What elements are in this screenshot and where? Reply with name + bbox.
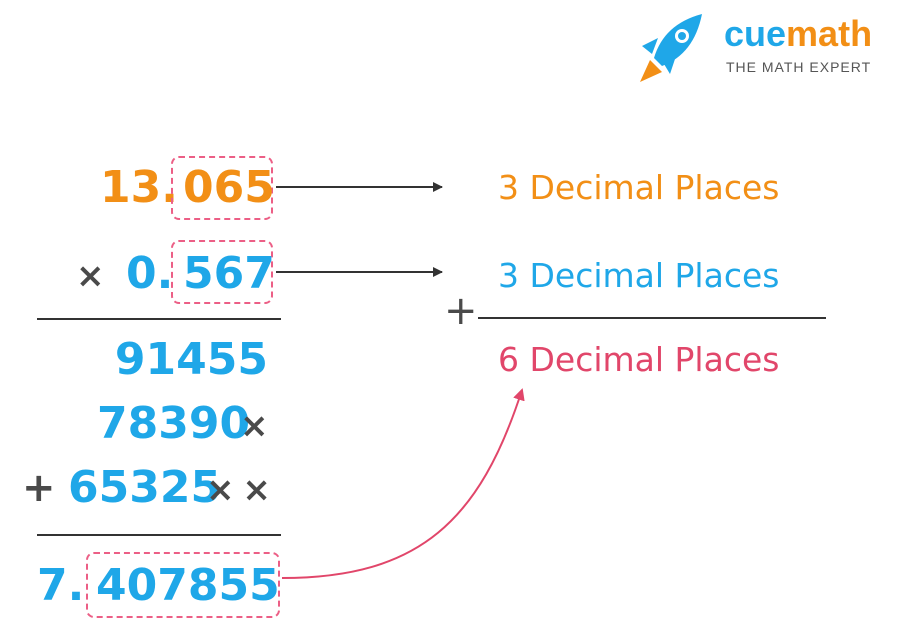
partial-product-3: 65325	[68, 462, 222, 513]
multiplicand-decimal: 065	[183, 162, 275, 213]
rocket-icon	[640, 14, 702, 82]
decimal-places-total: 6 Decimal Places	[498, 340, 780, 379]
logo-wordmark: cuemath	[724, 14, 872, 54]
partial-product-2: 78390	[97, 398, 251, 449]
logo-cue: cue	[724, 13, 787, 54]
partial-2-placeholder: ×	[240, 406, 269, 446]
cuemath-logo: cuemath THE MATH EXPERT	[636, 8, 891, 86]
decimal-places-label-1: 3 Decimal Places	[498, 168, 780, 207]
partial-product-1: 91455	[114, 334, 268, 385]
partial-3-plus: +	[22, 465, 56, 511]
logo-math: math	[786, 13, 873, 54]
multiplicand-whole: 13.	[100, 162, 178, 213]
multiplicand-decimal-highlight	[171, 156, 273, 220]
multiply-operator: ×	[76, 256, 105, 296]
arrow-result-to-total	[281, 388, 525, 579]
multiplier-decimal-highlight	[171, 240, 273, 304]
multiplication-divider	[37, 318, 281, 320]
multiplier-decimal: 567	[183, 248, 275, 299]
sum-divider	[37, 534, 281, 536]
result-decimal-highlight	[86, 552, 280, 618]
partial-3-placeholder: × ×	[206, 470, 271, 510]
multiplier-whole: 0.	[126, 248, 174, 299]
decimal-places-label-2: 3 Decimal Places	[498, 256, 780, 295]
result-decimal: 407855	[96, 560, 280, 611]
decimal-places-divider	[478, 317, 826, 319]
result-whole: 7.	[37, 560, 85, 611]
logo-tagline: THE MATH EXPERT	[726, 59, 872, 75]
decimal-places-plus: +	[444, 288, 478, 334]
